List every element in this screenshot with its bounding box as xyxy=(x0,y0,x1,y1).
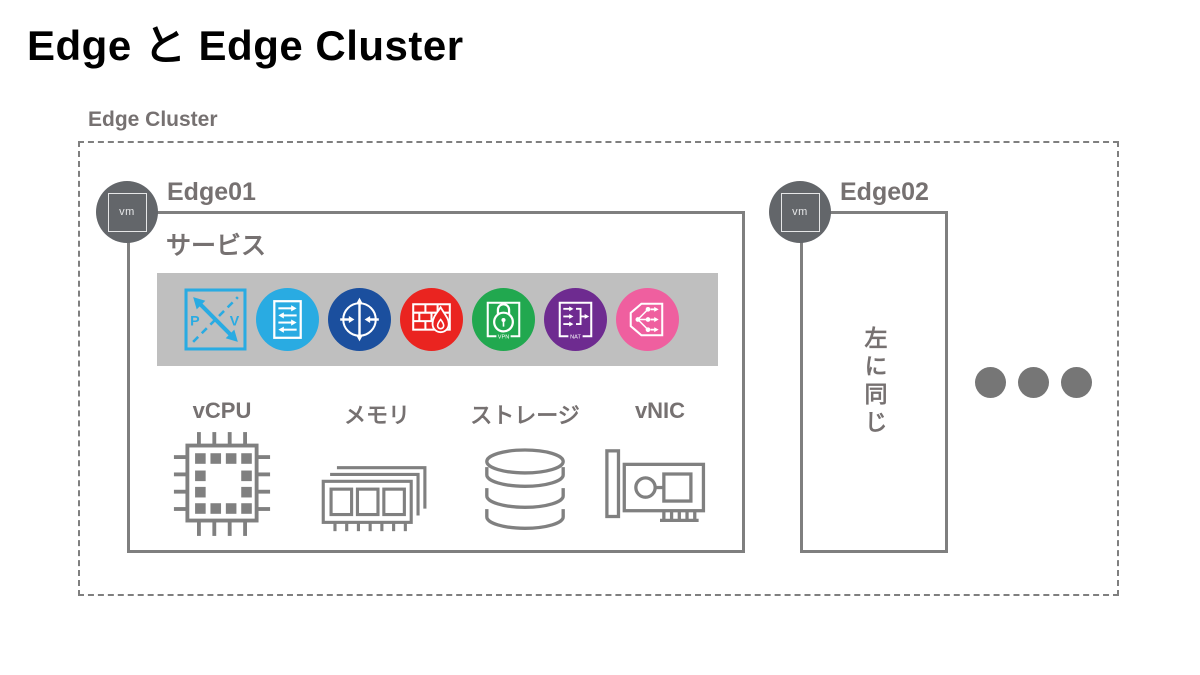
firewall-icon xyxy=(400,288,463,351)
logical-switch-icon xyxy=(256,288,319,351)
svg-text:VPN: VPN xyxy=(498,335,509,341)
svg-text:P: P xyxy=(190,314,199,330)
resource-vnic: vNIC xyxy=(597,398,723,532)
vm-badge-label: vm xyxy=(780,192,820,232)
cpu-chip-icon xyxy=(173,432,271,536)
resource-vcpu: vCPU xyxy=(157,398,287,538)
ellipsis-dot xyxy=(1018,367,1049,398)
vm-icon: vm xyxy=(96,181,158,243)
ellipsis-dot xyxy=(1061,367,1092,398)
logical-router-icon xyxy=(328,288,391,351)
resource-label: メモリ xyxy=(343,403,410,428)
vpn-icon: VPN xyxy=(472,288,535,351)
resource-label: ストレージ xyxy=(470,403,580,428)
services-label: サービス xyxy=(166,232,267,260)
resource-memory: メモリ xyxy=(312,398,442,538)
nat-icon: NAT xyxy=(544,288,607,351)
edge02-box: 左に同じ xyxy=(800,211,948,553)
more-edges-ellipsis xyxy=(975,367,1092,398)
network-card-icon xyxy=(605,449,706,523)
edge-cluster-box xyxy=(78,141,1119,596)
physical-virtual-bridge-icon: P V xyxy=(184,288,247,351)
ellipsis-dot xyxy=(975,367,1006,398)
svg-text:V: V xyxy=(230,314,240,330)
same-as-left-text: 左に同じ xyxy=(861,326,887,438)
edge02-label: Edge02 xyxy=(840,178,929,206)
resource-label: vNIC xyxy=(634,398,686,423)
page-title: Edge と Edge Cluster xyxy=(27,22,464,69)
edge01-label: Edge01 xyxy=(167,178,256,206)
load-balancer-icon xyxy=(616,288,679,351)
storage-cylinder-icon xyxy=(485,448,565,530)
services-bar: P V xyxy=(157,273,718,366)
vm-icon: vm xyxy=(769,181,831,243)
resource-storage: ストレージ xyxy=(452,398,598,538)
resource-label: vCPU xyxy=(192,398,252,423)
edge-cluster-label: Edge Cluster xyxy=(88,108,218,131)
memory-module-icon xyxy=(321,466,427,532)
svg-text:NAT: NAT xyxy=(570,335,581,341)
vm-badge-label: vm xyxy=(107,192,147,232)
